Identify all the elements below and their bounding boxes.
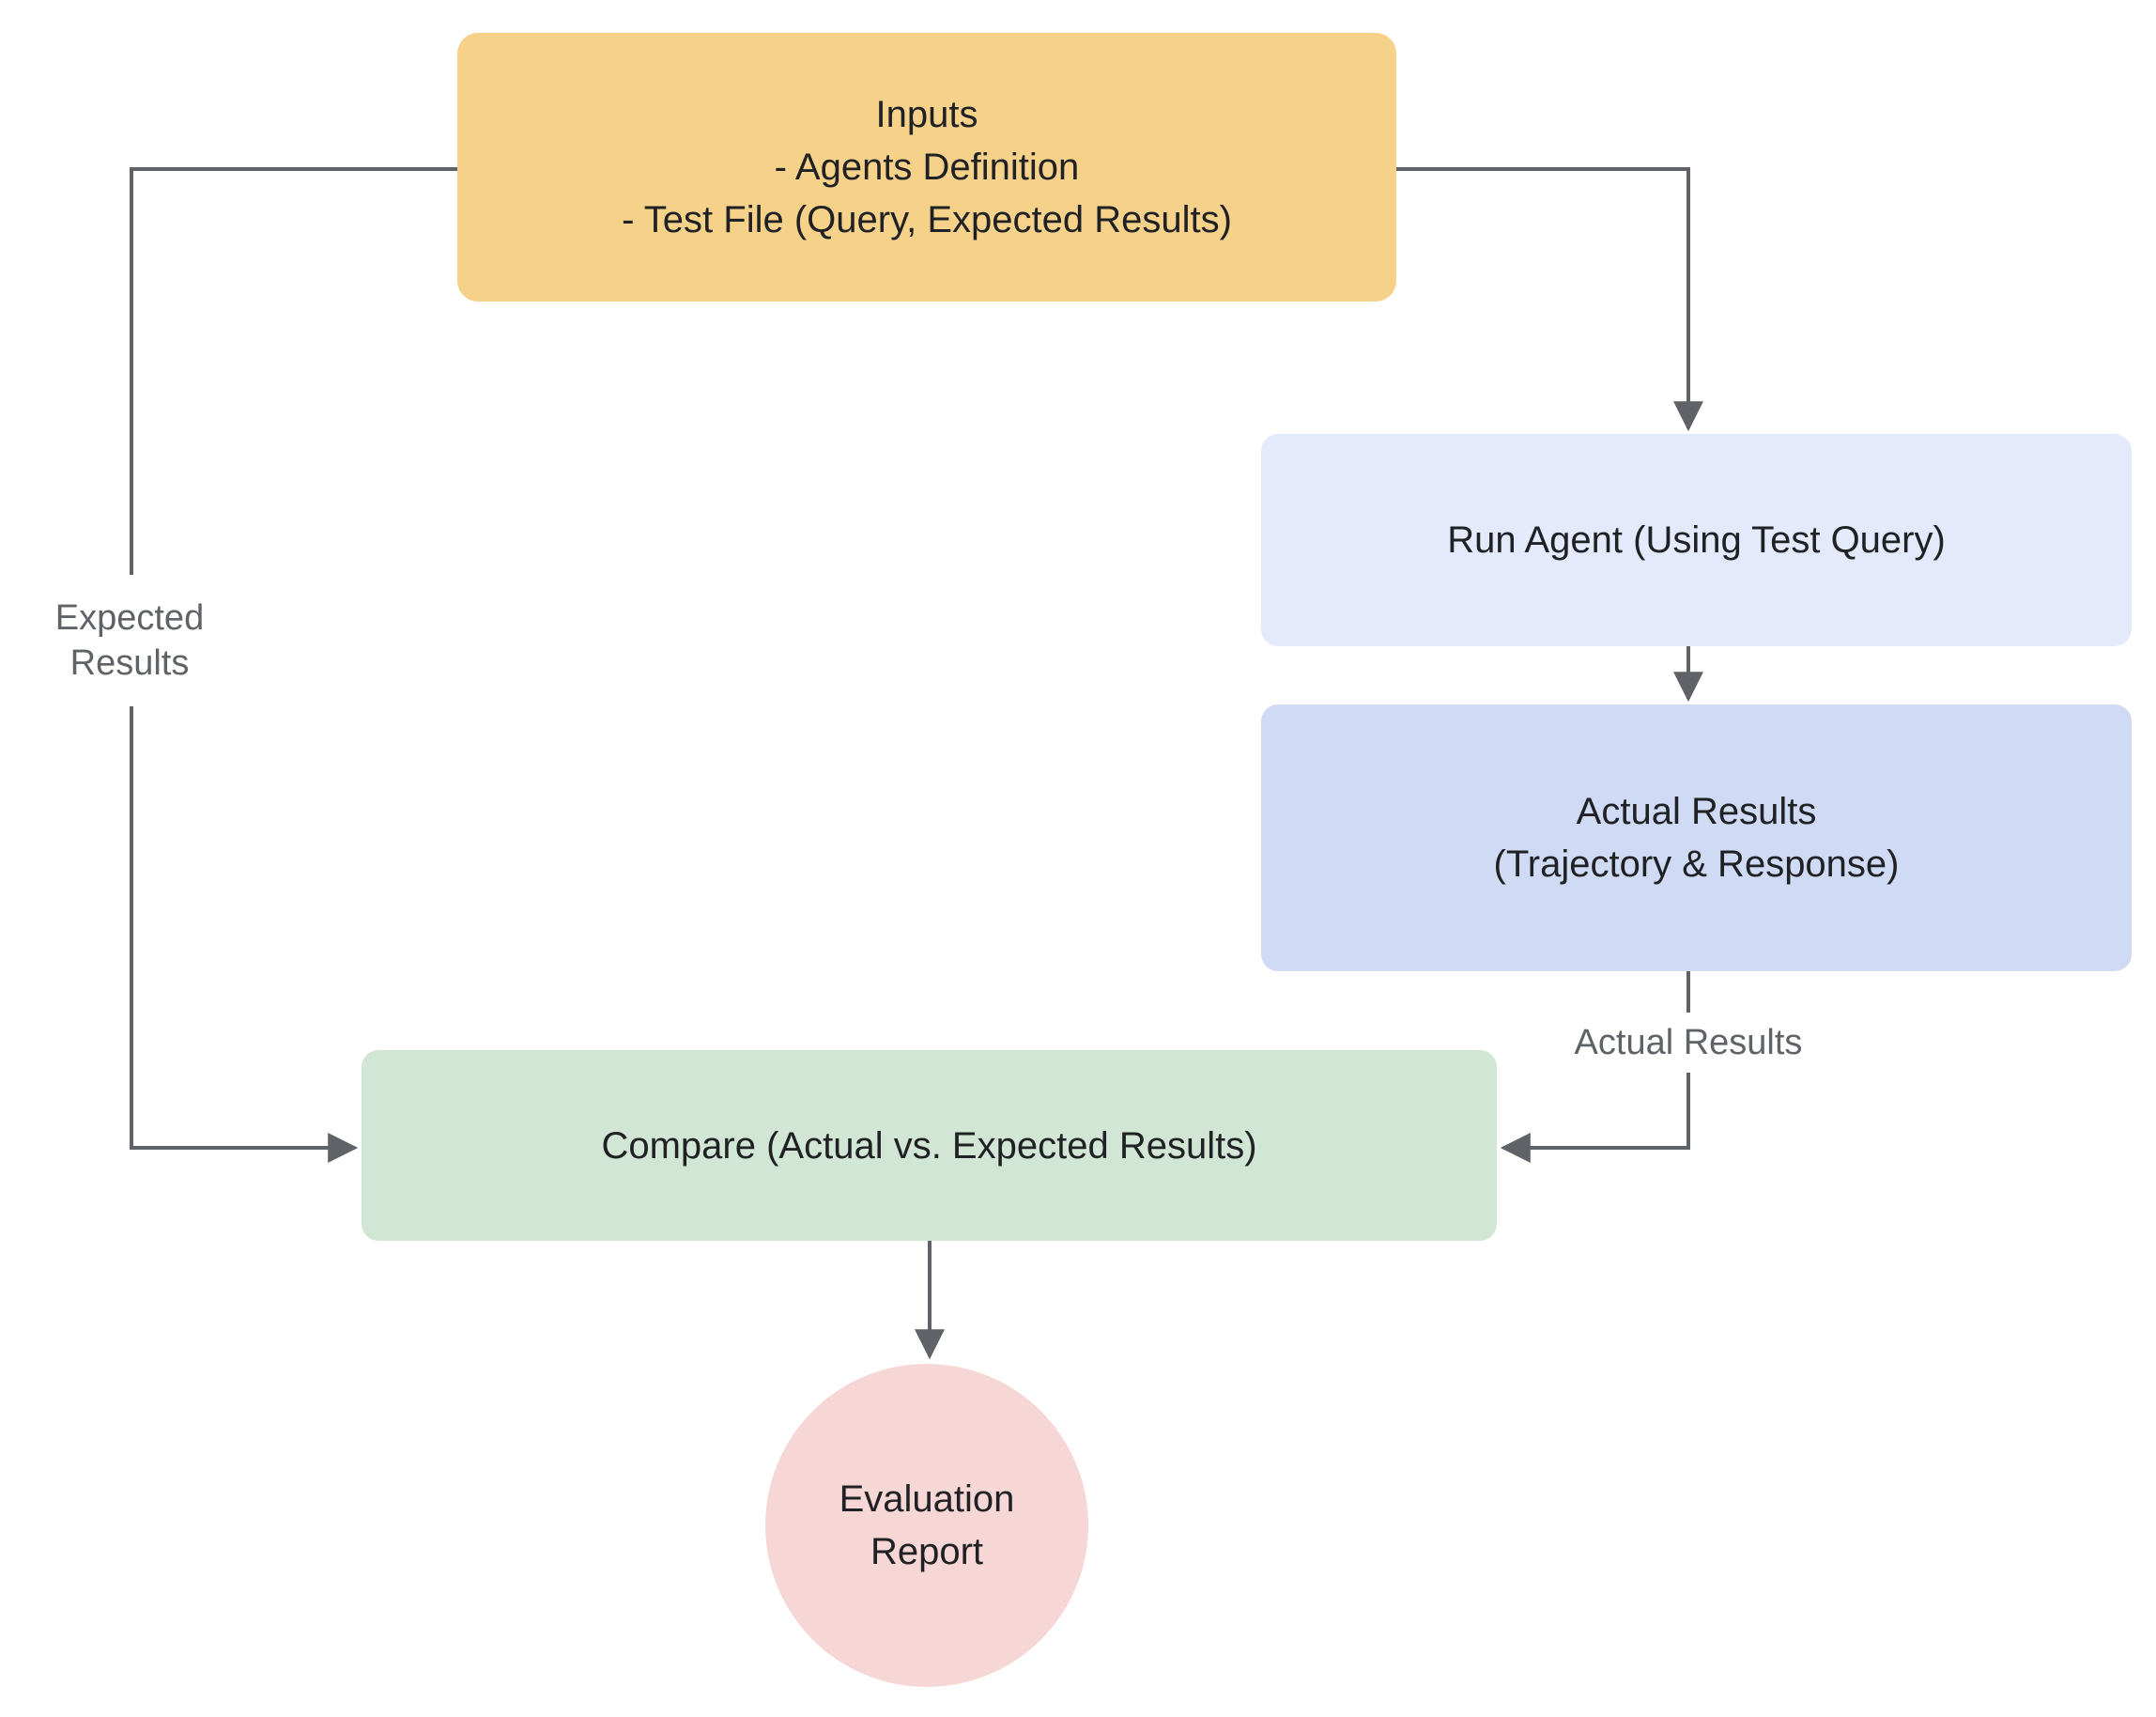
node-actual-results: Actual Results (Trajectory & Response) xyxy=(1261,704,2132,971)
node-evaluation-report: Evaluation Report xyxy=(765,1364,1088,1687)
edge-label-expected-results-line-1: Expected xyxy=(54,598,205,638)
node-actual-results-line-title: Actual Results xyxy=(1576,791,1817,832)
node-evaluation-report-line-1: Evaluation xyxy=(839,1478,1015,1520)
edge-label-actual-results-text: Actual Results xyxy=(1574,1023,1803,1062)
edge-label-expected-results: Expected Results xyxy=(17,575,242,706)
edge-inputs-to-run-agent xyxy=(1396,167,1703,432)
node-inputs-line-test-file: - Test File (Query, Expected Results) xyxy=(622,199,1232,240)
edge-label-actual-results: Actual Results xyxy=(1540,1013,1837,1073)
edge-label-expected-results-line-2: Results xyxy=(69,643,190,683)
node-inputs-line-agents-definition: - Agents Definition xyxy=(774,147,1080,188)
node-evaluation-report-line-2: Report xyxy=(870,1531,984,1572)
node-inputs-line-title: Inputs xyxy=(875,94,978,135)
node-actual-results-line-detail: (Trajectory & Response) xyxy=(1493,843,1900,885)
node-run-agent: Run Agent (Using Test Query) xyxy=(1261,434,2132,646)
node-inputs: Inputs - Agents Definition - Test File (… xyxy=(457,33,1396,302)
node-run-agent-label: Run Agent (Using Test Query) xyxy=(1447,519,1946,561)
node-compare-label: Compare (Actual vs. Expected Results) xyxy=(601,1124,1257,1167)
node-compare: Compare (Actual vs. Expected Results) xyxy=(362,1050,1497,1241)
